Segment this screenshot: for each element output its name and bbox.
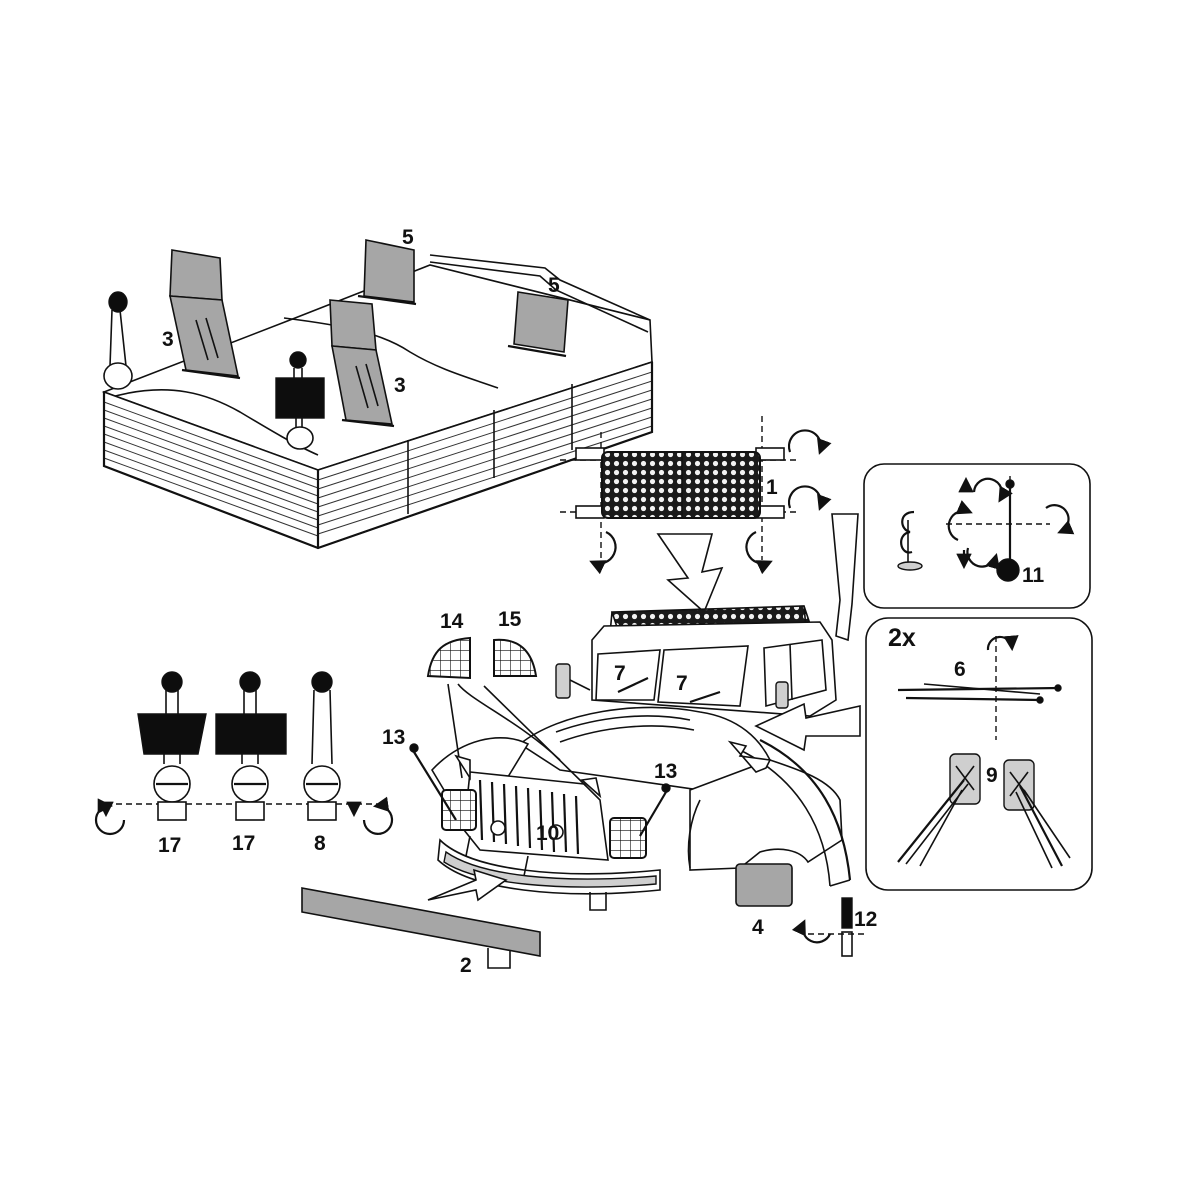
label-1: 1 xyxy=(766,476,778,499)
label-2: 2 xyxy=(460,954,472,977)
assembly-arrow-icon xyxy=(656,533,724,614)
label-17-left: 17 xyxy=(158,834,181,857)
label-11: 11 xyxy=(1022,564,1045,587)
label-15: 15 xyxy=(498,608,522,631)
label-6: 6 xyxy=(954,658,966,681)
horn-plate-front xyxy=(507,291,569,358)
label-5-top: 5 xyxy=(402,226,414,249)
label-13-right: 13 xyxy=(654,760,677,783)
rotate-arrow-icon xyxy=(589,429,832,575)
label-7-left: 7 xyxy=(614,662,626,685)
inset-antenna-mirror-panel xyxy=(865,617,1093,891)
marker-lamp-left xyxy=(409,743,457,821)
window-guard-15 xyxy=(493,638,538,677)
grille-mesh-part xyxy=(560,416,800,560)
label-7-right: 7 xyxy=(676,672,688,695)
tow-pin xyxy=(791,897,868,957)
label-10: 10 xyxy=(536,822,559,845)
label-3-right: 3 xyxy=(394,374,406,397)
wiper-right xyxy=(689,690,721,704)
leader-arrow-mirror xyxy=(754,702,861,752)
wiper-left xyxy=(617,677,649,693)
window-guard-14 xyxy=(426,636,471,680)
marker-lamp-right xyxy=(639,783,671,837)
label-13-left: 13 xyxy=(382,726,405,749)
label-5-right: 5 xyxy=(548,274,560,297)
label-4: 4 xyxy=(752,916,764,939)
window-guard-leaders xyxy=(447,683,602,799)
leader-arrow-beacon xyxy=(831,513,859,642)
roof-spotlight-left xyxy=(103,291,133,390)
label-9: 9 xyxy=(986,764,998,787)
truck-cab xyxy=(431,605,852,911)
mudflap xyxy=(735,863,793,907)
label-14: 14 xyxy=(440,610,464,633)
inset-beacon-panel xyxy=(863,463,1091,609)
quantity-note: 2x xyxy=(888,624,916,652)
label-12: 12 xyxy=(854,908,877,931)
left-slats xyxy=(103,401,319,537)
roof-plate-right xyxy=(329,299,395,428)
label-8: 8 xyxy=(314,832,326,855)
leader-arrow-fender xyxy=(727,740,772,773)
label-17-right: 17 xyxy=(232,832,255,855)
roof-plate-left xyxy=(168,249,241,380)
front-slats xyxy=(317,371,653,535)
front-grille-bars xyxy=(478,779,580,855)
roof-box-light xyxy=(275,351,325,450)
spotlight-set xyxy=(94,671,394,836)
horn-plate-rear xyxy=(357,239,417,306)
bumper-strip xyxy=(301,868,541,969)
label-3-left: 3 xyxy=(162,328,174,351)
